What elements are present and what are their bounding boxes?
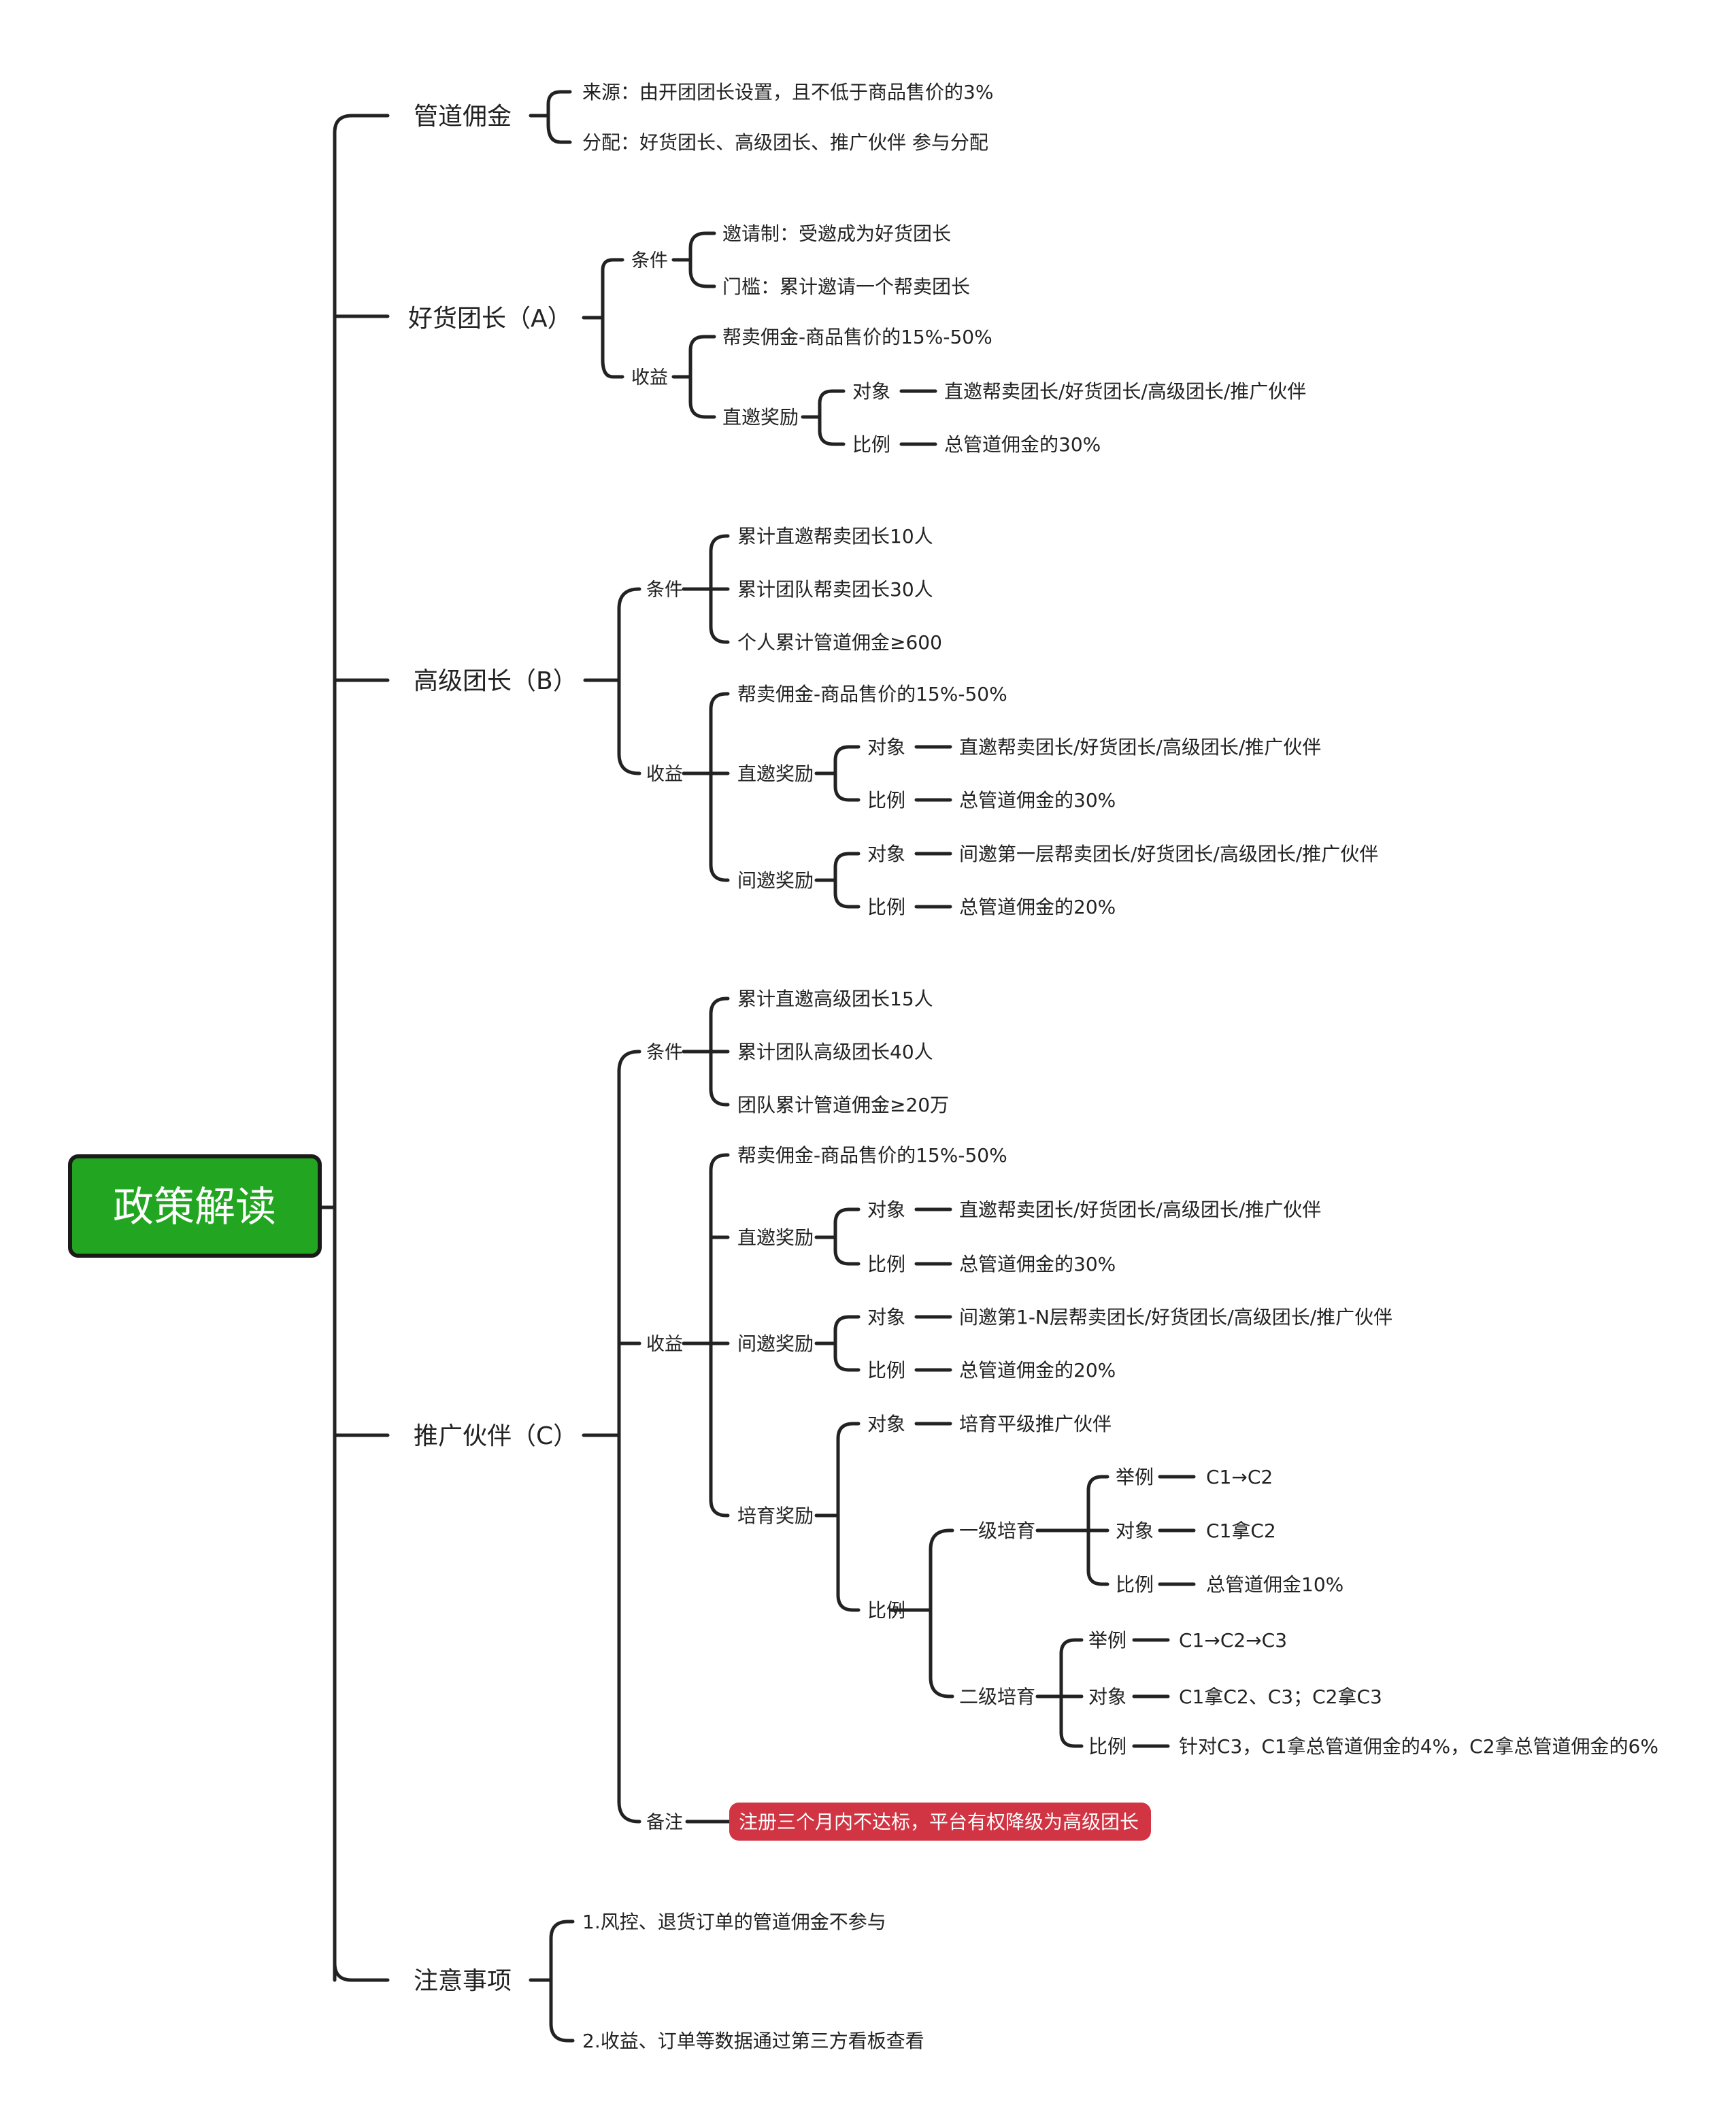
partner-c-foster-reward[interactable]: 培育奖励 (737, 1505, 814, 1527)
partner-c-condition[interactable]: 条件 (646, 1042, 683, 1063)
leader-b-condition-item[interactable]: 个人累计管道佣金≥600 (737, 631, 942, 654)
leader-a-direct-ratio-label[interactable]: 比例 (852, 433, 890, 456)
leader-b-condition[interactable]: 条件 (646, 580, 683, 601)
leader-b-direct-target-label[interactable]: 对象 (867, 736, 905, 758)
leader-b-indirect-reward[interactable]: 间邀奖励 (737, 869, 814, 892)
leader-b-sell-commission[interactable]: 帮卖佣金-商品售价的15%-50% (737, 683, 1007, 705)
partner-c-direct-reward[interactable]: 直邀奖励 (737, 1226, 814, 1249)
branch-partner-c[interactable]: 推广伙伴（C） (414, 1422, 578, 1450)
foster-level2[interactable]: 二级培育 (959, 1686, 1035, 1708)
branch-leader-b[interactable]: 高级团长（B） (414, 667, 578, 695)
partner-c-direct-ratio-label[interactable]: 比例 (867, 1253, 905, 1275)
leader-b-indirect-ratio-label[interactable]: 比例 (867, 896, 905, 918)
foster-level1[interactable]: 一级培育 (959, 1520, 1035, 1542)
root-node[interactable]: 政策解读 (68, 1154, 322, 1258)
leader-a-sell-commission[interactable]: 帮卖佣金-商品售价的15%-50% (722, 326, 992, 348)
foster-level2-ratio[interactable]: 针对C3，C1拿总管道佣金的4%，C2拿总管道佣金的6% (1179, 1735, 1658, 1758)
partner-c-condition-item[interactable]: 累计团队高级团长40人 (737, 1041, 933, 1063)
branch-channel-commission[interactable]: 管道佣金 (414, 103, 512, 131)
partner-c-direct-target-label[interactable]: 对象 (867, 1199, 905, 1221)
foster-level2-ratio-label[interactable]: 比例 (1088, 1735, 1126, 1758)
notice-item[interactable]: 2.收益、订单等数据通过第三方看板查看 (582, 2030, 924, 2052)
leader-a-condition[interactable]: 条件 (631, 250, 668, 271)
partner-c-condition-item[interactable]: 团队累计管道佣金≥20万 (737, 1094, 949, 1116)
leader-b-condition-item[interactable]: 累计直邀帮卖团长10人 (737, 525, 933, 548)
leader-a-condition-item[interactable]: 邀请制：受邀成为好货团长 (722, 222, 951, 245)
branch-leader-a[interactable]: 好货团长（A） (408, 305, 572, 333)
partner-c-income[interactable]: 收益 (646, 1334, 683, 1355)
partner-c-foster-ratio-label[interactable]: 比例 (867, 1599, 905, 1622)
leader-b-indirect-ratio[interactable]: 总管道佣金的20% (959, 896, 1116, 918)
foster-level2-target[interactable]: C1拿C2、C3；C2拿C3 (1179, 1686, 1382, 1708)
leader-a-direct-ratio[interactable]: 总管道佣金的30% (944, 433, 1101, 456)
partner-c-note-label[interactable]: 备注 (646, 1812, 683, 1833)
partner-c-note-text: 注册三个月内不达标，平台有权降级为高级团长 (739, 1811, 1139, 1833)
foster-level1-ratio-label[interactable]: 比例 (1116, 1573, 1154, 1596)
channel-source[interactable]: 来源：由开团团长设置，且不低于商品售价的3% (582, 81, 993, 103)
root-title: 政策解读 (113, 1184, 276, 1231)
leader-b-direct-ratio-label[interactable]: 比例 (867, 789, 905, 811)
notice-item[interactable]: 1.风控、退货订单的管道佣金不参与 (582, 1911, 886, 1933)
partner-c-indirect-reward[interactable]: 间邀奖励 (737, 1333, 814, 1355)
partner-c-indirect-target[interactable]: 间邀第1-N层帮卖团长/好货团长/高级团长/推广伙伴 (959, 1306, 1392, 1328)
leader-a-direct-reward[interactable]: 直邀奖励 (722, 406, 799, 429)
partner-c-foster-target-label[interactable]: 对象 (867, 1413, 905, 1435)
foster-level1-example-label[interactable]: 举例 (1116, 1466, 1154, 1488)
branch-notice[interactable]: 注意事项 (414, 1967, 512, 1995)
channel-split[interactable]: 分配：好货团长、高级团长、推广伙伴 参与分配 (582, 131, 988, 154)
leader-b-indirect-target-label[interactable]: 对象 (867, 843, 905, 865)
partner-c-sell-commission[interactable]: 帮卖佣金-商品售价的15%-50% (737, 1144, 1007, 1167)
connector-lines (318, 90, 1196, 2043)
foster-level1-ratio[interactable]: 总管道佣金10% (1206, 1573, 1343, 1596)
partner-c-note[interactable]: 注册三个月内不达标，平台有权降级为高级团长 (729, 1803, 1151, 1841)
foster-level1-target-label[interactable]: 对象 (1116, 1520, 1154, 1542)
leader-b-income[interactable]: 收益 (646, 764, 683, 785)
leader-b-condition-item[interactable]: 累计团队帮卖团长30人 (737, 578, 933, 601)
partner-c-direct-ratio[interactable]: 总管道佣金的30% (959, 1253, 1116, 1275)
partner-c-foster-target[interactable]: 培育平级推广伙伴 (959, 1413, 1112, 1435)
foster-level1-example[interactable]: C1→C2 (1206, 1466, 1273, 1488)
leader-b-direct-target[interactable]: 直邀帮卖团长/好货团长/高级团长/推广伙伴 (959, 736, 1321, 758)
leader-a-direct-target-label[interactable]: 对象 (852, 380, 890, 403)
leader-b-direct-reward[interactable]: 直邀奖励 (737, 763, 814, 785)
leader-a-condition-item[interactable]: 门槛：累计邀请一个帮卖团长 (722, 275, 970, 298)
partner-c-direct-target[interactable]: 直邀帮卖团长/好货团长/高级团长/推广伙伴 (959, 1199, 1321, 1221)
foster-level2-example-label[interactable]: 举例 (1088, 1629, 1126, 1652)
leader-b-indirect-target[interactable]: 间邀第一层帮卖团长/好货团长/高级团长/推广伙伴 (959, 843, 1378, 865)
foster-level2-example[interactable]: C1→C2→C3 (1179, 1629, 1287, 1652)
leader-a-income[interactable]: 收益 (631, 367, 668, 388)
leader-b-direct-ratio[interactable]: 总管道佣金的30% (959, 789, 1116, 811)
partner-c-indirect-ratio-label[interactable]: 比例 (867, 1359, 905, 1381)
foster-level1-target[interactable]: C1拿C2 (1206, 1520, 1276, 1542)
partner-c-indirect-target-label[interactable]: 对象 (867, 1306, 905, 1328)
leader-a-direct-target[interactable]: 直邀帮卖团长/好货团长/高级团长/推广伙伴 (944, 380, 1306, 403)
foster-level2-target-label[interactable]: 对象 (1088, 1686, 1126, 1708)
partner-c-indirect-ratio[interactable]: 总管道佣金的20% (959, 1359, 1116, 1381)
partner-c-condition-item[interactable]: 累计直邀高级团长15人 (737, 988, 933, 1010)
